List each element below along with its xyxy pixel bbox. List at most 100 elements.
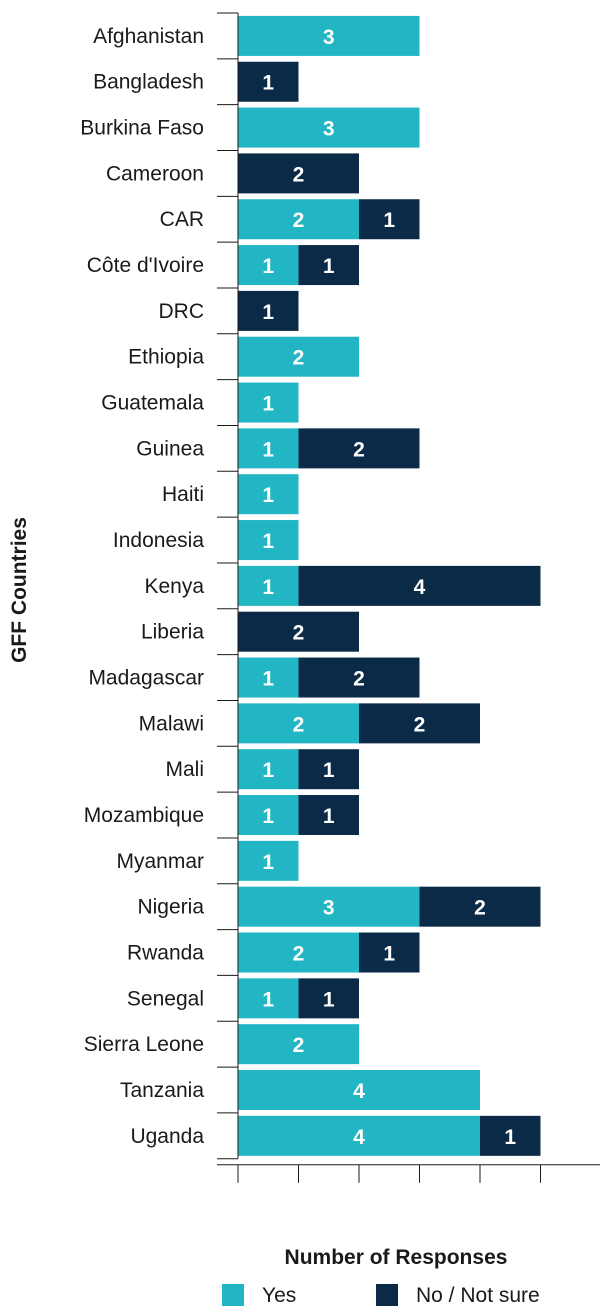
bar-segment — [238, 153, 359, 194]
bar-value-label: 2 — [474, 897, 486, 920]
category-label: Mali — [165, 758, 204, 781]
bar-value-label: 1 — [262, 255, 274, 278]
bar-value-label: 1 — [323, 759, 335, 782]
bar-segment — [298, 657, 420, 698]
bar-segment — [238, 382, 299, 423]
bar-segment — [238, 15, 420, 56]
x-axis-title: Number of Responses — [285, 1246, 508, 1269]
bar-value-label: 2 — [353, 668, 365, 691]
category-label: Madagascar — [88, 667, 204, 690]
category-label: DRC — [159, 300, 205, 323]
category-label: Indonesia — [113, 529, 204, 552]
bar-segment — [238, 245, 299, 286]
category-label: Guatemala — [101, 392, 204, 415]
bar-segment — [419, 886, 541, 927]
bar-value-label: 1 — [383, 943, 395, 966]
bar-segment — [238, 657, 299, 698]
bar-value-label: 4 — [414, 576, 426, 599]
axes — [217, 12, 600, 1183]
bar-value-label: 1 — [323, 805, 335, 828]
category-label: Guinea — [136, 437, 204, 460]
category-label: Liberia — [141, 621, 204, 644]
bar-value-label: 1 — [262, 393, 274, 416]
category-label: Cameroon — [106, 162, 204, 185]
bar-value-label: 1 — [323, 988, 335, 1011]
bar-segment — [238, 886, 420, 927]
category-label: Sierra Leone — [84, 1033, 204, 1056]
bar-segment — [238, 611, 359, 652]
bar-segment — [298, 795, 359, 836]
bar-value-label: 1 — [262, 759, 274, 782]
bar-segment — [480, 1115, 541, 1156]
bar-segment — [238, 107, 420, 148]
category-label: Rwanda — [127, 942, 204, 965]
bar-value-label: 1 — [383, 209, 395, 232]
bar-value-label: 2 — [414, 713, 426, 736]
category-label: Burkina Faso — [80, 117, 204, 140]
bar-value-label: 4 — [353, 1126, 365, 1149]
bar-value-label: 1 — [504, 1126, 516, 1149]
legend-swatch — [376, 1284, 398, 1306]
bar-segment — [298, 245, 359, 286]
bar-value-label: 1 — [262, 72, 274, 95]
bar-value-label: 2 — [293, 1034, 305, 1057]
category-label: Myanmar — [116, 850, 204, 873]
bar-segment — [238, 61, 299, 102]
bar-segment — [359, 932, 420, 973]
bar-segment — [238, 978, 299, 1019]
bar-segment — [238, 199, 359, 240]
bar-segment — [298, 978, 359, 1019]
legend-swatch — [222, 1284, 244, 1306]
bar-value-label: 1 — [262, 988, 274, 1011]
bar-value-label: 3 — [323, 897, 335, 920]
bar-value-label: 1 — [262, 668, 274, 691]
bar-segment — [238, 795, 299, 836]
bar-value-label: 4 — [353, 1080, 365, 1103]
category-label: Kenya — [144, 575, 204, 598]
bar-value-label: 2 — [293, 347, 305, 370]
bar-value-label: 1 — [323, 255, 335, 278]
bar-value-label: 1 — [262, 530, 274, 553]
category-label: Uganda — [130, 1125, 204, 1148]
bar-segment — [238, 474, 299, 515]
bar-value-label: 1 — [262, 851, 274, 874]
category-label: Senegal — [127, 987, 204, 1010]
bar-value-label: 1 — [262, 576, 274, 599]
bar-segment — [238, 565, 299, 606]
bar-segment — [359, 703, 480, 744]
bar-value-label: 2 — [293, 622, 305, 645]
bar-segment — [238, 1115, 480, 1156]
bar-value-label: 1 — [262, 438, 274, 461]
bar-value-label: 2 — [293, 163, 305, 186]
bar-value-label: 3 — [323, 26, 335, 49]
category-label: Mozambique — [84, 804, 204, 827]
bar-value-label: 1 — [262, 484, 274, 507]
y-axis-title: GFF Countries — [8, 517, 31, 663]
category-label: Haiti — [162, 483, 204, 506]
bar-segment — [238, 1024, 359, 1065]
bar-segment — [298, 565, 541, 606]
category-label: Nigeria — [137, 896, 204, 919]
bar-value-label: 3 — [323, 118, 335, 141]
category-label: CAR — [160, 208, 204, 231]
category-label: Côte d'Ivoire — [87, 254, 204, 277]
bar-segment — [298, 749, 359, 790]
bar-segment — [238, 290, 299, 331]
bar-value-label: 2 — [293, 713, 305, 736]
legend-label: No / Not sure — [416, 1284, 540, 1307]
bar-segment — [238, 336, 359, 377]
bar-value-label: 2 — [293, 209, 305, 232]
bar-segment — [298, 428, 420, 469]
bar-value-label: 1 — [262, 301, 274, 324]
bar-segment — [359, 199, 420, 240]
bar-segment — [238, 520, 299, 561]
bar-segment — [238, 428, 299, 469]
category-label: Bangladesh — [93, 71, 204, 94]
category-label: Tanzania — [120, 1079, 204, 1102]
bar-value-label: 2 — [293, 943, 305, 966]
bar-segment — [238, 1070, 480, 1111]
